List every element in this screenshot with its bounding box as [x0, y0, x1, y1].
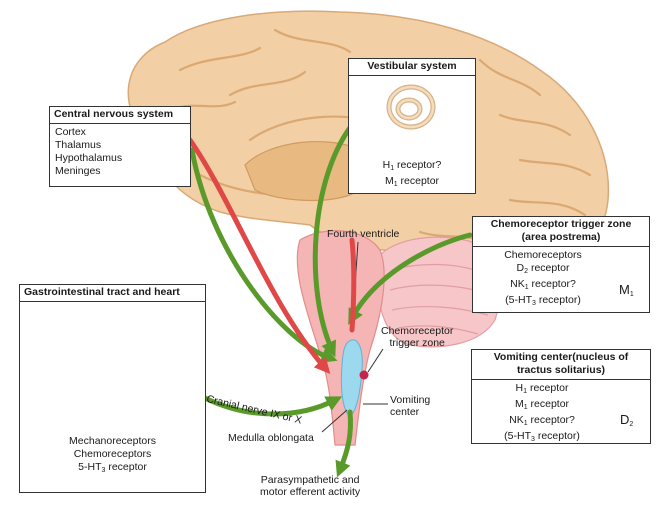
- cns-item-hypothalamus: Hypothalamus: [55, 152, 123, 164]
- ctz-anatomy-label: Chemoreceptor trigger zone: [381, 325, 454, 349]
- vomiting-center-title: Vomiting center(nucleus of tractus solit…: [472, 350, 650, 380]
- vomiting-center-box: Vomiting center(nucleus of tractus solit…: [471, 349, 651, 444]
- brainstem-illustration: [296, 230, 385, 446]
- arrow-gi-to-vomiting: [202, 395, 343, 417]
- ctz-d2-receptor: D2 receptor: [516, 262, 570, 275]
- cns-item-thalamus: Thalamus: [55, 139, 102, 151]
- vomiting-center-anatomy-label: Vomiting center: [390, 394, 431, 418]
- arrow-cns-red: [187, 137, 331, 375]
- arrow-ctz-to-brainstem: [348, 232, 473, 326]
- chemoreceptor-trigger-zone-dot: [359, 370, 369, 380]
- efferent-output-label: Parasympathetic and motor efferent activ…: [260, 474, 361, 498]
- gi-title: Gastrointestinal tract and heart: [20, 285, 205, 302]
- vestibular-box: Vestibular system H1 receptor? M1 recept…: [348, 58, 476, 194]
- ctz-nk1-receptor: NK1 receptor?: [510, 278, 576, 291]
- vomiting-nk1-receptor: NK1 receptor?: [509, 414, 575, 427]
- inner-ear-icon: [386, 84, 436, 130]
- vomiting-d2-label: D2: [620, 412, 634, 428]
- cns-title: Central nervous system: [50, 107, 190, 124]
- ctz-box: Chemoreceptor trigger zone (area postrem…: [472, 216, 650, 313]
- fourth-ventricle-label: Fourth ventricle: [327, 228, 400, 240]
- cns-item-meninges: Meninges: [55, 165, 101, 177]
- vomiting-m1-receptor: M1 receptor: [514, 398, 570, 411]
- vomiting-5ht3-receptor: (5-HT3 receptor): [504, 430, 580, 443]
- vestibular-m1-receptor: M1 receptor: [384, 175, 440, 188]
- vomiting-h1-receptor: H1 receptor: [515, 382, 569, 395]
- cns-item-cortex: Cortex: [55, 126, 86, 138]
- ctz-chemoreceptors: Chemoreceptors: [504, 249, 582, 261]
- gi-mechanoreceptors: Mechanoreceptors: [69, 435, 156, 447]
- vestibular-title: Vestibular system: [349, 59, 475, 76]
- ctz-m1-label: M1: [619, 282, 634, 298]
- cns-box: Central nervous system Cortex Thalamus H…: [49, 106, 191, 187]
- gi-5ht3-receptor: 5-HT3 receptor: [78, 461, 147, 474]
- arrow-output: [335, 409, 353, 478]
- ctz-5ht3-receptor: (5-HT3 receptor): [505, 294, 581, 307]
- gi-box: Gastrointestinal tract and heart Mechano…: [19, 284, 206, 493]
- arrow-vestibular-to-brainstem: [312, 122, 355, 358]
- gi-chemoreceptors: Chemoreceptors: [73, 448, 152, 460]
- ctz-title: Chemoreceptor trigger zone (area postrem…: [473, 217, 649, 247]
- arrow-ventricle-red: [349, 237, 357, 333]
- medulla-oblongata-label: Medulla oblongata: [228, 432, 314, 444]
- vestibular-h1-receptor: H1 receptor?: [382, 159, 442, 172]
